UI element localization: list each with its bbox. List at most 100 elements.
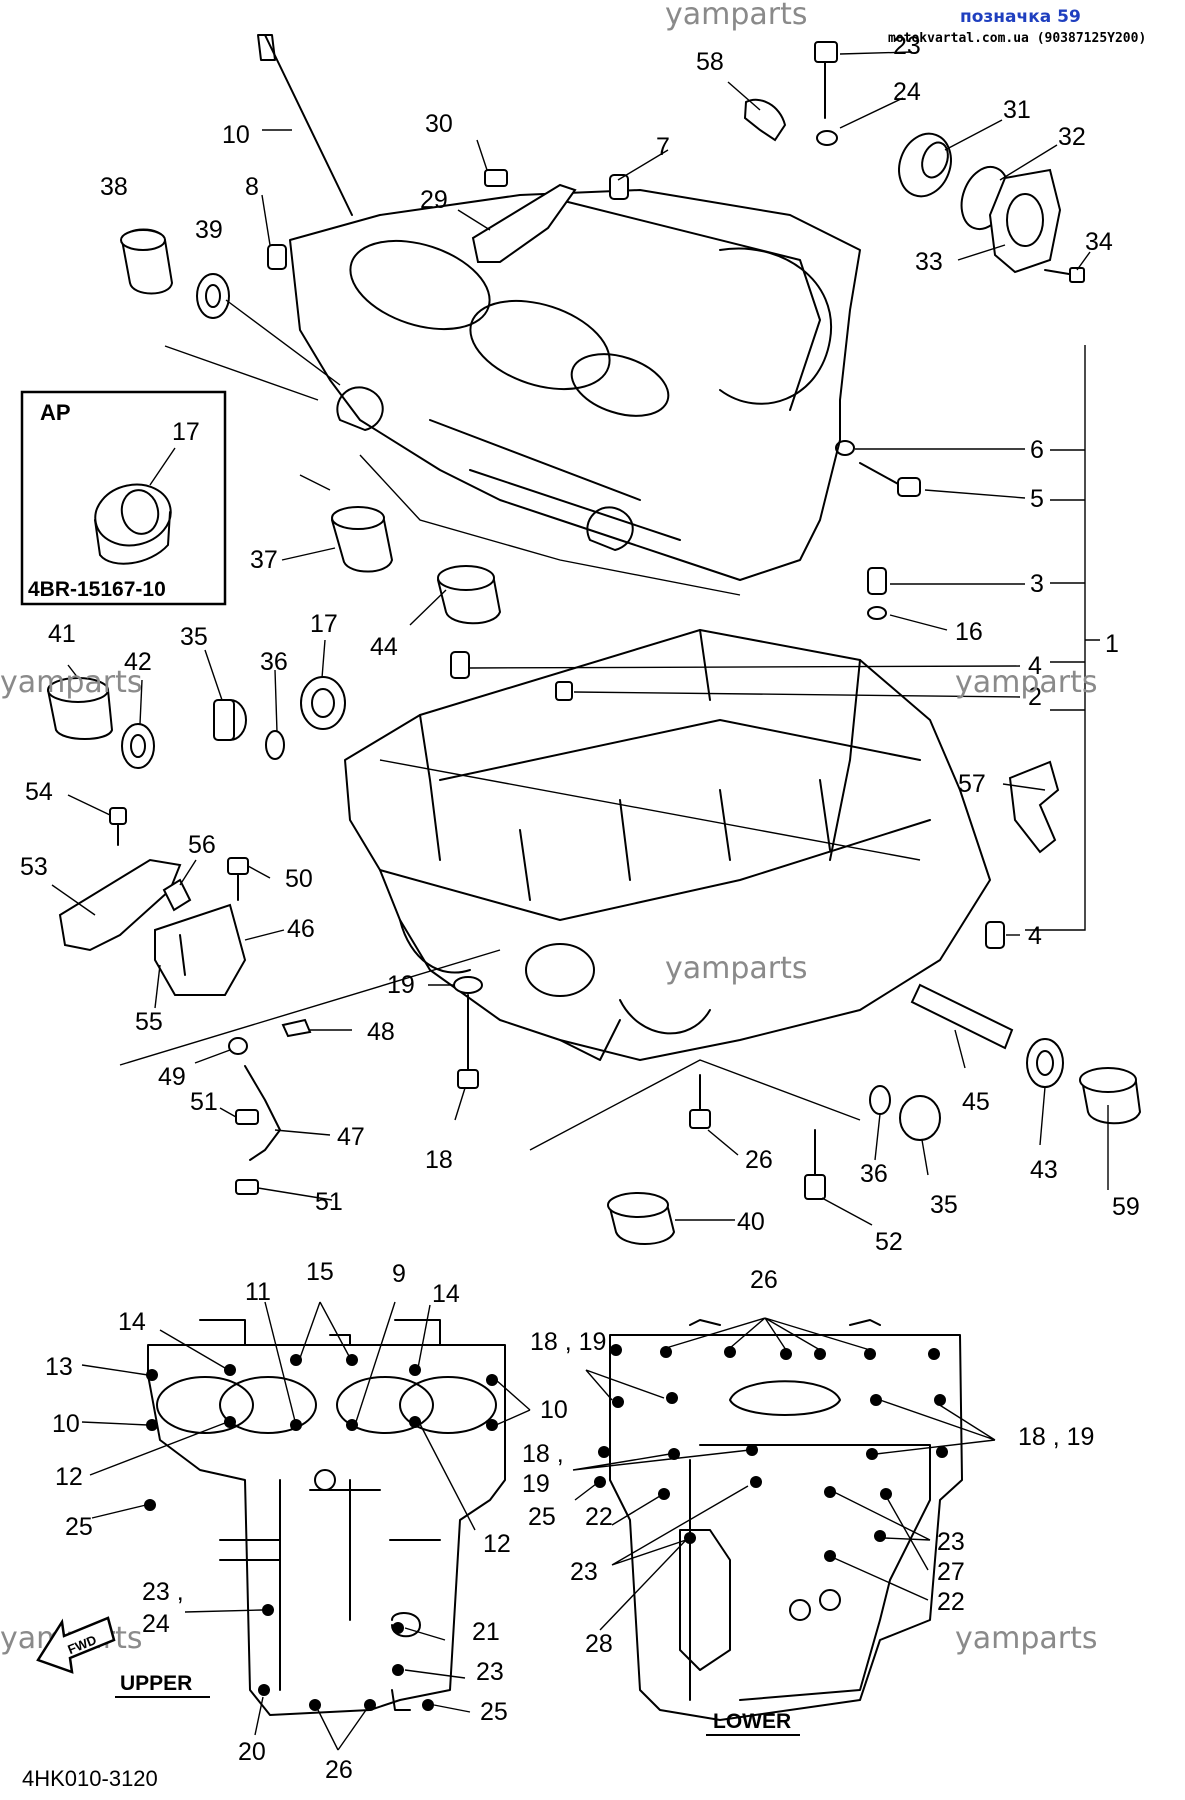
lower-label-23-left: 23: [570, 1558, 598, 1586]
callout-44: 44: [370, 633, 398, 661]
lower-label-27: 27: [937, 1558, 965, 1586]
callout-7: 7: [656, 133, 670, 161]
callout-35-lower: 35: [930, 1191, 958, 1219]
upper-label-21: 21: [472, 1618, 500, 1646]
upper-label-20: 20: [238, 1738, 266, 1766]
callout-51-lower: 51: [315, 1188, 343, 1216]
callout-17: 17: [310, 610, 338, 638]
upper-view-label: UPPER: [120, 1672, 192, 1695]
small-parts: [46, 34, 1142, 1245]
callout-19: 19: [387, 971, 415, 999]
callout-49: 49: [158, 1063, 186, 1091]
callout-45: 45: [962, 1088, 990, 1116]
lower-label-22-right: 22: [937, 1588, 965, 1616]
callout-50: 50: [285, 865, 313, 893]
callout-54: 54: [25, 778, 53, 806]
upper-crankcase: [289, 189, 861, 581]
callout-43: 43: [1030, 1156, 1058, 1184]
upper-label-13: 13: [45, 1353, 73, 1381]
callout-53: 53: [20, 853, 48, 881]
upper-label-14-left: 14: [118, 1308, 146, 1336]
callout-6: 6: [1030, 436, 1044, 464]
callout-2: 2: [1028, 683, 1042, 711]
upper-label-15: 15: [306, 1258, 334, 1286]
callout-30: 30: [425, 110, 453, 138]
callout-56: 56: [188, 831, 216, 859]
header-subtitle: motokvartal.com.ua (90387125Y200): [888, 31, 1146, 46]
lower-label-26: 26: [750, 1266, 778, 1294]
callout-36-lower: 36: [860, 1160, 888, 1188]
callout-18: 18: [425, 1146, 453, 1174]
lower-view-label: LOWER: [713, 1710, 791, 1733]
callout-46: 46: [287, 915, 315, 943]
watermark: yamparts: [955, 1621, 1098, 1656]
callout-35-upper: 35: [180, 623, 208, 651]
upper-label-12-right: 12: [483, 1530, 511, 1558]
callout-38: 38: [100, 173, 128, 201]
callout-52: 52: [875, 1228, 903, 1256]
watermark: yamparts: [665, 951, 808, 986]
callout-4-upper: 4: [1028, 652, 1042, 680]
callout-40: 40: [737, 1208, 765, 1236]
upper-label-9: 9: [392, 1260, 406, 1288]
callout-48: 48: [367, 1018, 395, 1046]
callout-8: 8: [245, 173, 259, 201]
callout-33: 33: [915, 248, 943, 276]
upper-label-25-right: 25: [480, 1698, 508, 1726]
callouts: 23 58 24 31 32 34 33 30 7 29 10 8 38 39 …: [20, 32, 1140, 1256]
ap-title: AP: [40, 400, 71, 425]
ap-part-code: 4BR-15167-10: [28, 578, 166, 601]
callout-1: 1: [1105, 630, 1119, 658]
upper-label-14-right: 14: [432, 1280, 460, 1308]
header-title: позначка 59: [960, 7, 1081, 27]
lower-label-19: 19: [522, 1470, 550, 1498]
callout-24: 24: [893, 78, 921, 106]
callout-29: 29: [420, 186, 448, 214]
callout-41: 41: [48, 620, 76, 648]
callout-23: 23: [893, 32, 921, 60]
fwd-arrow-icon: FWD: [36, 1616, 116, 1674]
ap-part-number: 17: [172, 418, 200, 446]
callout-10: 10: [222, 121, 250, 149]
lower-label-18-19-left: 18 , 19: [530, 1328, 606, 1356]
lower-label-25: 25: [528, 1503, 556, 1531]
upper-bolt-view: 13 10 14 12 25 11 15 9 14 10 12 23 , 24 …: [36, 1258, 568, 1784]
upper-label-10-left: 10: [52, 1410, 80, 1438]
callout-37: 37: [250, 546, 278, 574]
upper-label-24: 24: [142, 1610, 170, 1638]
lower-label-28: 28: [585, 1630, 613, 1658]
callout-51-upper: 51: [190, 1088, 218, 1116]
header-watermark: yamparts: [665, 0, 808, 32]
diagram-code: 4HK010-3120: [22, 1766, 158, 1791]
leader-lines: [51, 51, 1109, 1226]
upper-label-26: 26: [325, 1756, 353, 1784]
callout-36-upper: 36: [260, 648, 288, 676]
lower-label-22-left: 22: [585, 1503, 613, 1531]
callout-55: 55: [135, 1008, 163, 1036]
upper-label-23-right: 23: [476, 1658, 504, 1686]
lower-label-23-right: 23: [937, 1528, 965, 1556]
callout-39: 39: [195, 216, 223, 244]
upper-label-23: 23 ,: [142, 1578, 184, 1606]
lower-label-18-19-right: 18 , 19: [1018, 1423, 1094, 1451]
callout-31: 31: [1003, 96, 1031, 124]
callout-5: 5: [1030, 485, 1044, 513]
callout-47: 47: [337, 1123, 365, 1151]
upper-label-11: 11: [245, 1278, 271, 1306]
upper-label-25-left: 25: [65, 1513, 93, 1541]
watermark: yamparts: [0, 665, 143, 700]
callout-3: 3: [1030, 570, 1044, 598]
callout-4-lower: 4: [1028, 922, 1042, 950]
callout-32: 32: [1058, 123, 1086, 151]
lower-label-18: 18 ,: [522, 1440, 564, 1468]
callout-59: 59: [1112, 1193, 1140, 1221]
upper-label-12-left: 12: [55, 1463, 83, 1491]
lower-bolt-view: 26 18 , 19 18 , 19 18 , 19 25 22 23 23 2…: [522, 1266, 1094, 1736]
ap-box: AP 17 4BR-15167-10: [20, 390, 227, 606]
watermark: yamparts: [955, 665, 1098, 700]
upper-label-10-right: 10: [540, 1396, 568, 1424]
callout-58: 58: [696, 48, 724, 76]
callout-34: 34: [1085, 228, 1113, 256]
callout-16: 16: [955, 618, 983, 646]
